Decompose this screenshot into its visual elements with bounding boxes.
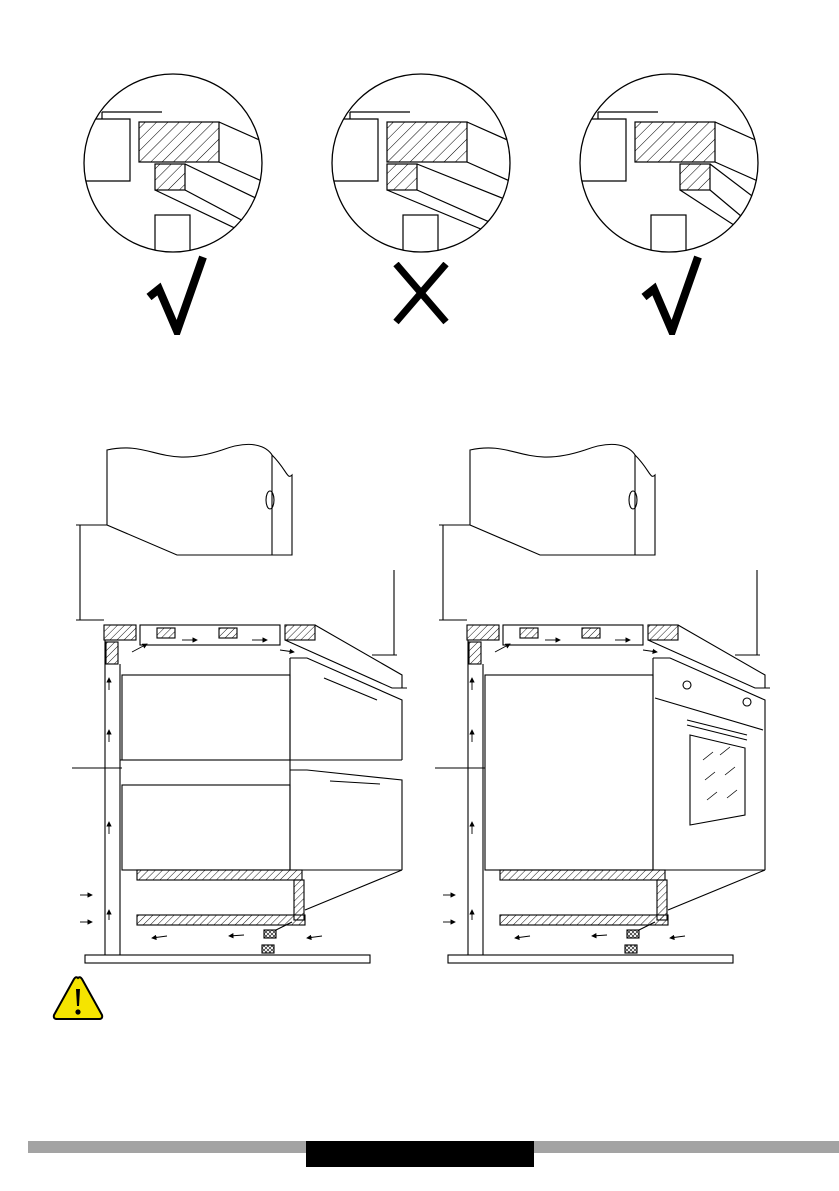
detail-correct-left — [82, 72, 264, 254]
warning-triangle-icon — [52, 975, 104, 1021]
footer-bar-right — [534, 1141, 839, 1153]
footer-page-block — [306, 1141, 534, 1167]
detail-correct-right — [578, 72, 760, 254]
correct-mark-left — [145, 255, 215, 335]
footer-bar-left — [28, 1141, 306, 1153]
installation-drawers — [72, 430, 412, 970]
installation-oven — [435, 430, 775, 970]
incorrect-mark-middle — [386, 262, 456, 342]
correct-mark-right — [640, 255, 710, 335]
detail-incorrect-middle — [330, 72, 512, 254]
